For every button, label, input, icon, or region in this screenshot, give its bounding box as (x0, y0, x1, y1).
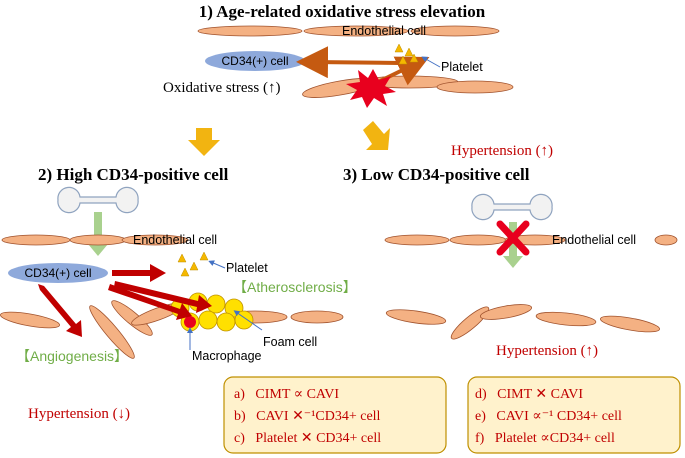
endothelial-cell (654, 234, 678, 246)
panel3-endothelium (384, 234, 678, 246)
platelet-icon (180, 267, 190, 277)
foam-cell (216, 312, 236, 332)
cd34-cell (8, 263, 108, 283)
bone-down-arrow (88, 212, 108, 256)
box-left-frame (223, 376, 447, 454)
endothelial-cell-label: Endothelial cell (552, 233, 636, 247)
endothelial-cell (384, 234, 450, 246)
platelet-icon (189, 261, 199, 271)
atherosclerosis-arrow-2 (108, 284, 192, 320)
platelet-icon (404, 47, 414, 57)
box-left-line-c: c) Platelet ✕ CD34+ cell (234, 431, 381, 446)
endothelial-cell (111, 300, 153, 336)
endothelial-cell (89, 305, 135, 359)
block-x-icon (496, 220, 530, 256)
hypertension-bottom-label: Hypertension (↑) (496, 343, 598, 359)
panel2-platelets (177, 251, 209, 277)
platelet-icon (199, 251, 209, 261)
endothelial-cell (121, 234, 189, 246)
platelet-icon (394, 43, 404, 53)
oxidative-stress-label: Oxidative stress (↑) (163, 80, 280, 96)
endothelial-cell (303, 25, 409, 37)
platelet-arrow (112, 264, 166, 282)
endothelial-cell (535, 311, 597, 327)
box-right-line-d: d) CIMT ✕ CAVI (475, 387, 583, 402)
endothelial-cell (479, 304, 533, 320)
mobilization-arrow (296, 46, 401, 79)
angiogenesis-arrow (38, 284, 82, 337)
platelet-icon (177, 253, 187, 263)
blocked-down-arrow (503, 222, 523, 268)
endothelial-cell (450, 306, 490, 340)
endothelial-cell (410, 25, 500, 37)
endothelial-cell (197, 25, 303, 37)
endothelial-cell (436, 80, 514, 94)
endothelial-cell (449, 234, 507, 246)
cd34-cell (205, 51, 305, 71)
oxidative-burst-icon (346, 69, 396, 108)
platelet-pointer (421, 56, 441, 68)
endothelial-cell (69, 234, 127, 246)
panel2-red-arrows (38, 264, 212, 337)
platelet-label: Platelet (226, 261, 268, 275)
endothelial-cell (290, 310, 344, 324)
transition-arrow-right (363, 121, 390, 150)
cd34-cell-label: CD34(+) cell (24, 266, 91, 280)
platelet-label: Platelet (441, 60, 483, 74)
atherosclerosis-arrow-1 (114, 281, 212, 313)
macrophage-icon (184, 316, 196, 328)
panel1-platelets (394, 43, 419, 65)
panel2-title: 2) High CD34-positive cell (38, 165, 229, 184)
panel2: 2) High CD34-positive cell Endothelial c… (0, 165, 357, 422)
foam-cell-label: Foam cell (263, 335, 317, 349)
hypertension-top-label: Hypertension (↑) (451, 143, 553, 159)
bone-icon (471, 193, 553, 221)
panel1-title: 1) Age-related oxidative stress elevatio… (199, 2, 486, 21)
box-right-line-f: f) Platelet ∝CD34+ cell (475, 431, 615, 446)
endothelial-cell-label: Endothelial cell (342, 24, 426, 38)
endothelial-cell (600, 315, 660, 333)
endothelial-cell (1, 234, 71, 246)
correlation-box-left: a) CIMT ∝ CAVI b) CAVI ✕⁻¹CD34+ cell c) … (223, 376, 447, 454)
correlation-box-right: d) CIMT ✕ CAVI e) CAVI ∝⁻¹ CD34+ cell f)… (467, 376, 681, 454)
box-left-line-b: b) CAVI ✕⁻¹CD34+ cell (234, 409, 381, 424)
angiogenesis-label: 【Angiogenesis】 (16, 348, 128, 364)
foam-cell (198, 310, 218, 330)
hypertension-decrease-label: Hypertension (↓) (28, 406, 130, 422)
foam-cell (206, 294, 226, 314)
panel3-vessel-cells (385, 304, 660, 340)
platelet-pointer (208, 260, 226, 269)
panel3-title: 3) Low CD34-positive cell (343, 165, 530, 184)
platelet-icon (398, 55, 408, 65)
endothelial-cell (0, 311, 60, 329)
panel3: Hypertension (↑) 3) Low CD34-positive ce… (343, 143, 678, 359)
platelet-icon (409, 53, 419, 63)
panel2-endothelium (1, 234, 189, 246)
panel1: 1) Age-related oxidative stress elevatio… (163, 2, 514, 108)
foam-cell-pointer (233, 310, 263, 331)
endothelial-cell (385, 309, 447, 325)
bone-icon (57, 186, 139, 214)
box-left-line-a: a) CIMT ∝ CAVI (234, 387, 339, 402)
atherosclerosis-label: 【Atherosclerosis】 (233, 279, 357, 295)
cd34-cell-label: CD34(+) cell (221, 54, 288, 68)
macrophage-label: Macrophage (192, 349, 262, 363)
endothelial-cell-label: Endothelial cell (133, 233, 217, 247)
box-right-line-e: e) CAVI ∝⁻¹ CD34+ cell (475, 409, 622, 424)
box-right-frame (467, 376, 681, 454)
transition-arrow-left (188, 128, 220, 156)
